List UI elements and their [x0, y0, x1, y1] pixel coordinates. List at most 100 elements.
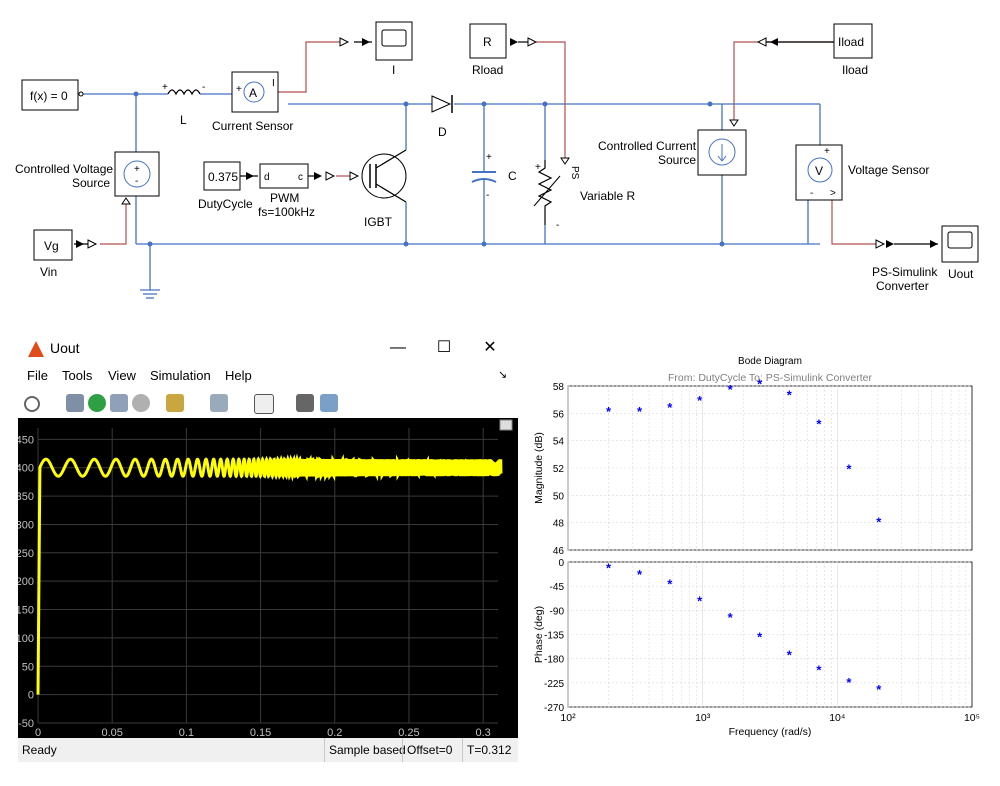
inductor-block[interactable]: +- L	[162, 82, 205, 127]
svg-text:+: +	[824, 146, 830, 157]
vg-label: Vin	[40, 265, 57, 279]
scope-y-tick: 350	[18, 491, 34, 503]
menu-tools[interactable]: Tools	[62, 368, 93, 383]
variable-resistor-block[interactable]: +- PS Variable R	[533, 157, 635, 231]
igbt-block[interactable]: IGBT	[349, 149, 407, 229]
scope-y-tick: 50	[22, 661, 34, 673]
iload-symbol: Iload	[838, 35, 864, 49]
scope-x-tick: 0.1	[179, 727, 194, 738]
voltage-sensor-label: Voltage Sensor	[848, 163, 929, 177]
bode-marker: *	[846, 675, 852, 690]
ccs-label-2: Source	[658, 153, 696, 167]
bode-xlabel: Frequency (rad/s)	[729, 726, 812, 738]
bode-x-tick: 10⁵	[964, 712, 980, 724]
solver-config-block[interactable]: f(x) = 0	[21, 79, 84, 111]
settings-gear-icon[interactable]	[24, 396, 40, 412]
matlab-icon	[28, 341, 44, 357]
scope-x-tick: 0.3	[476, 727, 491, 738]
bode-marker: *	[846, 461, 852, 476]
scope-uout-block[interactable]: Uout	[930, 225, 979, 281]
pwm-block[interactable]: d c PWM fs=100kHz	[258, 163, 336, 219]
svg-text:-: -	[810, 188, 813, 199]
solver-config-label: f(x) = 0	[30, 89, 68, 103]
zoom-fit-icon[interactable]	[254, 394, 274, 414]
bode-y-tick: 50	[553, 491, 565, 502]
stop-icon[interactable]	[132, 394, 150, 412]
step-back-icon[interactable]	[66, 394, 84, 412]
svg-text:-: -	[556, 220, 559, 231]
rload-block[interactable]: R Rload	[469, 23, 538, 77]
scope-y-tick: 300	[18, 519, 34, 531]
current-sensor-block[interactable]: A + I Current Sensor	[212, 71, 293, 133]
controlled-current-source-block[interactable]: Controlled Current Source	[598, 119, 747, 176]
scope-y-tick: 150	[18, 605, 34, 617]
highlight-simulink-icon[interactable]	[166, 394, 184, 412]
menu-help[interactable]: Help	[225, 368, 252, 383]
menu-view[interactable]: View	[108, 368, 136, 383]
dutycycle-value: 0.375	[208, 170, 238, 184]
cvs-label-2: Source	[72, 176, 110, 190]
maximize-button[interactable]: ☐	[436, 339, 452, 356]
vg-symbol: Vg	[44, 239, 59, 253]
variable-r-label: Variable R	[580, 189, 635, 203]
voltmeter-symbol: V	[815, 164, 823, 178]
bode-marker: *	[876, 682, 882, 697]
svg-text:-: -	[135, 176, 138, 187]
scope-i-block[interactable]: I	[339, 21, 413, 77]
menu-simulation[interactable]: Simulation	[150, 368, 211, 383]
pwm-label-1: PWM	[270, 191, 299, 205]
diode-label: D	[438, 125, 447, 139]
capacitor-block[interactable]: +- C	[471, 152, 517, 201]
dock-arrow-icon[interactable]: ↘	[498, 369, 508, 381]
scope-y-tick: 100	[18, 633, 34, 645]
bode-marker: *	[697, 393, 703, 408]
bode-y-tick: -90	[550, 606, 565, 617]
pwm-port-c: c	[298, 172, 303, 183]
bode-marker: *	[697, 594, 703, 609]
ps-simulink-converter-block[interactable]: PS-Simulink Converter	[872, 239, 938, 293]
bode-marker: *	[787, 647, 793, 662]
scope-window: Uout — ☐ ✕ File Tools View Simulation He…	[18, 332, 518, 764]
bode-marker: *	[667, 577, 673, 592]
scope-y-tick: 0	[28, 690, 34, 702]
minimize-button[interactable]: —	[390, 339, 406, 356]
trigger-icon[interactable]	[210, 394, 228, 412]
controlled-voltage-source-block[interactable]: + - Controlled Voltage Source	[15, 151, 160, 205]
vg-block[interactable]: Vg Vin	[33, 229, 98, 279]
bode-x-tick: 10²	[560, 712, 576, 724]
bode-title: Bode Diagram	[738, 356, 802, 367]
ps-tag: PS	[569, 166, 580, 180]
iload-block[interactable]: Iload Iload	[756, 23, 873, 77]
dutycycle-block[interactable]: 0.375 DutyCycle	[198, 161, 254, 211]
expand-axes-icon	[499, 419, 513, 431]
cvs-label-1: Controlled Voltage	[15, 162, 113, 176]
bode-marker: *	[637, 404, 643, 419]
cursor-measure-icon[interactable]	[296, 394, 314, 412]
scope-y-tick: 250	[18, 548, 34, 560]
bode-marker: *	[667, 400, 673, 415]
bode-x-tick: 10³	[695, 712, 711, 724]
scope-y-tick: 450	[18, 434, 34, 446]
scope-x-tick: 0.05	[101, 727, 122, 738]
style-edit-icon[interactable]	[320, 394, 338, 412]
close-button[interactable]: ✕	[483, 339, 497, 356]
step-forward-icon[interactable]	[110, 394, 128, 412]
capacitor-label: C	[508, 169, 517, 183]
diode-block[interactable]: D	[431, 95, 453, 139]
menu-file[interactable]: File	[27, 368, 48, 383]
bode-ylabel: Phase (deg)	[533, 606, 545, 663]
dutycycle-label: DutyCycle	[198, 197, 253, 211]
ps-converter-label-1: PS-Simulink	[872, 265, 938, 279]
scope-i-label: I	[392, 63, 395, 77]
scope-titlebar[interactable]: Uout — ☐ ✕	[18, 332, 518, 364]
svg-text:+: +	[162, 82, 168, 93]
bode-subtitle: From: DutyCycle To: PS-Simulink Converte…	[668, 372, 873, 384]
voltage-sensor-block[interactable]: V +-> Voltage Sensor	[795, 144, 929, 201]
bode-marker: *	[816, 662, 822, 677]
run-icon[interactable]	[88, 394, 106, 412]
scope-x-tick: 0.2	[327, 727, 342, 738]
bode-y-tick: 54	[553, 437, 565, 448]
bode-y-tick: 46	[553, 546, 565, 557]
svg-text:+: +	[134, 164, 140, 175]
